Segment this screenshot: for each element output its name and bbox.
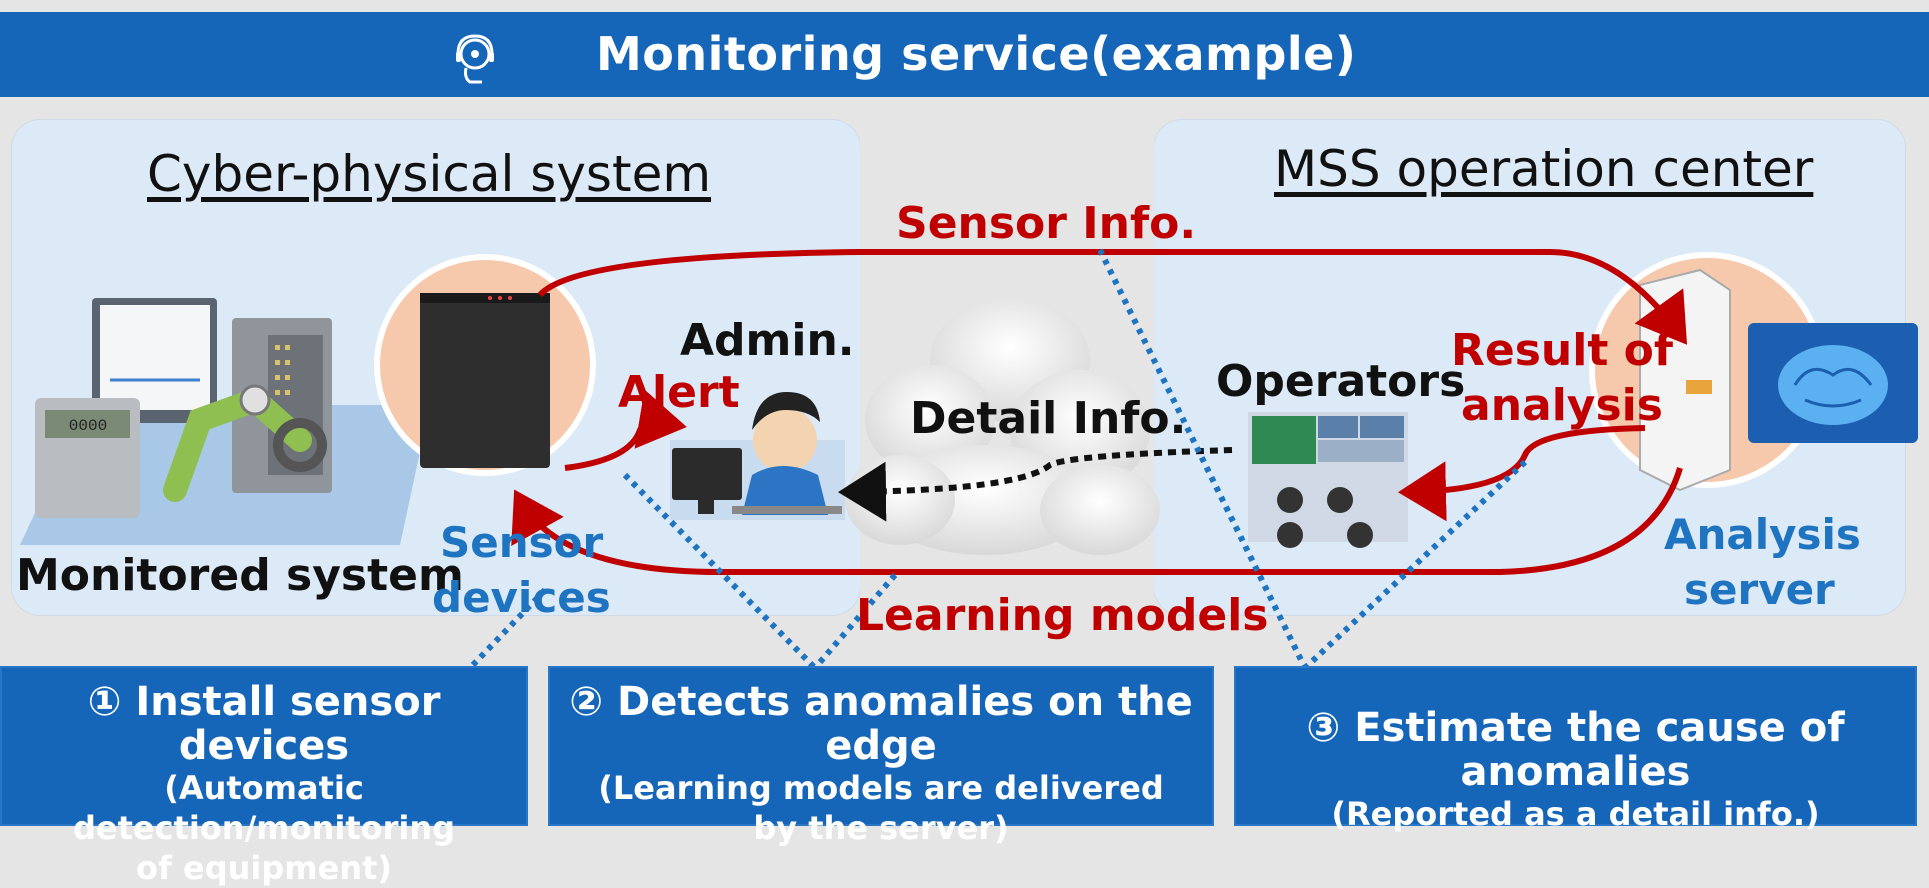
step-1-sub2: of equipment) (135, 849, 393, 887)
leader-line-step2a (622, 472, 818, 671)
leader-line-step2b (812, 573, 898, 670)
monitored-system-label: Monitored system (16, 550, 464, 601)
analysis-server-label-line2: server (1684, 565, 1835, 614)
sensor-info-label: Sensor Info. (896, 198, 1197, 249)
step-3-sub1: (Reported as a detail info.) (1331, 795, 1820, 833)
result-of-analysis-arrow (1398, 425, 1646, 522)
diagram-illustrations: 0000 (20, 248, 1918, 671)
leader-line-step1 (467, 587, 548, 671)
sensor-device-illustration (374, 254, 596, 476)
step-1-sub1: (Automatic detection/monitoring (72, 769, 456, 847)
step-2-title: ② Detects anomalies on the edge (569, 679, 1193, 769)
sensor-info-arrow (537, 249, 1688, 345)
step-1-box: ① Install sensor devices (Automatic dete… (0, 666, 528, 887)
step-2-box: ② Detects anomalies on the edge (Learnin… (548, 666, 1214, 847)
sensor-devices-label-line1: Sensor (440, 518, 604, 567)
leader-line-step3a (1097, 248, 1308, 670)
result-of-analysis-label-line2: analysis (1461, 380, 1663, 431)
detail-info-arrow (838, 447, 1233, 522)
admin-illustration (670, 392, 845, 520)
step-3-title: ③ Estimate the cause of anomalies (1306, 705, 1845, 795)
mss-center-title: MSS operation center (1274, 140, 1814, 198)
step-2-sub1: (Learning models are delivered (598, 769, 1164, 807)
alert-label: Alert (618, 367, 740, 418)
headset-operator-icon (456, 34, 494, 84)
step-3-box: ③ Estimate the cause of anomalies (Repor… (1234, 666, 1917, 833)
leader-lines (467, 248, 1528, 671)
learning-models-arrow (511, 467, 1683, 575)
admin-label: Admin. (680, 315, 855, 366)
svg-text:0000: 0000 (69, 417, 107, 435)
header-bar: Monitoring service(example) (0, 12, 1929, 97)
result-of-analysis-label-line1: Result of (1451, 325, 1674, 376)
operators-label: Operators (1216, 356, 1466, 407)
detail-info-label: Detail Info. (910, 393, 1187, 444)
analysis-server-label-line1: Analysis (1664, 510, 1861, 559)
operators-illustration (1248, 412, 1408, 548)
cyber-physical-title: Cyber-physical system (147, 145, 712, 203)
learning-models-label: Learning models (856, 590, 1269, 641)
monitored-system-illustration: 0000 (20, 298, 430, 545)
sensor-devices-label-line2: devices (432, 573, 611, 622)
page-title: Monitoring service(example) (596, 27, 1357, 81)
step-1-title: ① Install sensor devices (87, 679, 441, 769)
alert-arrow (564, 389, 687, 471)
step-2-sub2: by the server) (753, 809, 1009, 847)
